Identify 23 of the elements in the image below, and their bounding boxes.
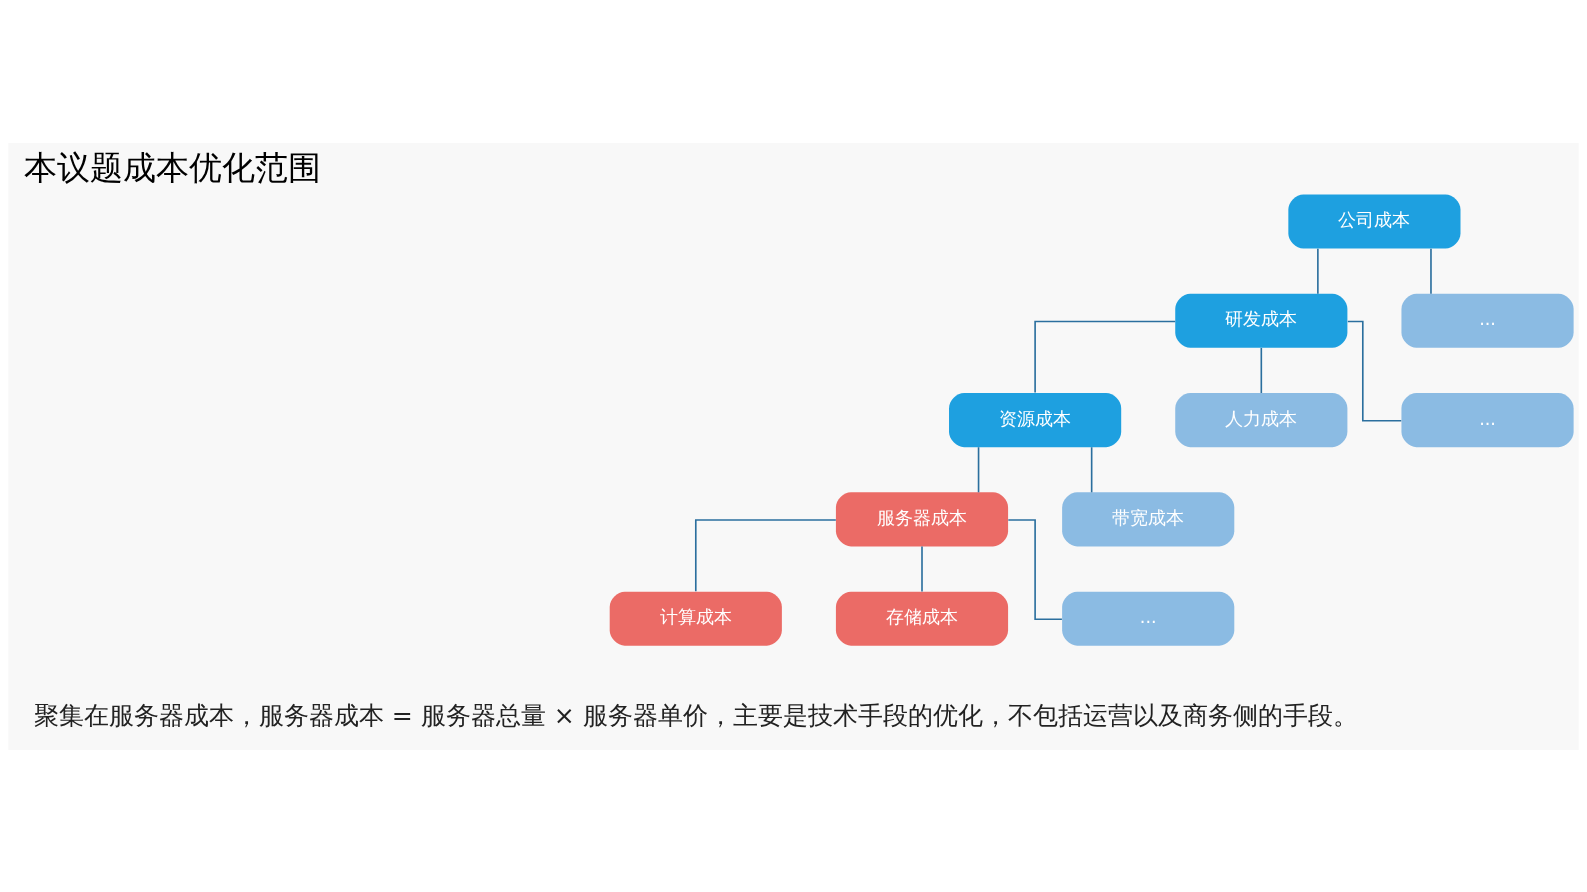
connector <box>1260 346 1263 394</box>
node-box: 研发成本 <box>1175 293 1348 348</box>
connector <box>1090 445 1093 493</box>
connector <box>1347 320 1403 422</box>
node-box: 计算成本 <box>609 591 782 646</box>
connector <box>1430 247 1432 295</box>
connector <box>694 518 837 592</box>
connector <box>1317 247 1319 295</box>
diagram-title: 本议题成本优化范围 <box>23 148 321 187</box>
connector <box>977 445 980 493</box>
node-box: 资源成本 <box>949 392 1122 447</box>
node-box: ... <box>1062 591 1235 646</box>
node-box: 人力成本 <box>1175 392 1348 447</box>
connector <box>921 545 923 592</box>
node-box: ... <box>1401 293 1574 348</box>
node-box: 公司成本 <box>1288 194 1461 249</box>
node-box: 存储成本 <box>835 591 1009 646</box>
label: 聚集在服务器成本，服务器成本 = 服务器总量 × 服务器单价，主要是技术手段的优化，不包括运营以及商务侧的手段。 <box>33 700 1358 730</box>
connector <box>1034 320 1176 393</box>
node-box: 带宽成本 <box>1062 491 1235 546</box>
node-box: ... <box>1401 392 1574 447</box>
connector <box>1007 518 1063 620</box>
node-box: 服务器成本 <box>835 491 1009 546</box>
